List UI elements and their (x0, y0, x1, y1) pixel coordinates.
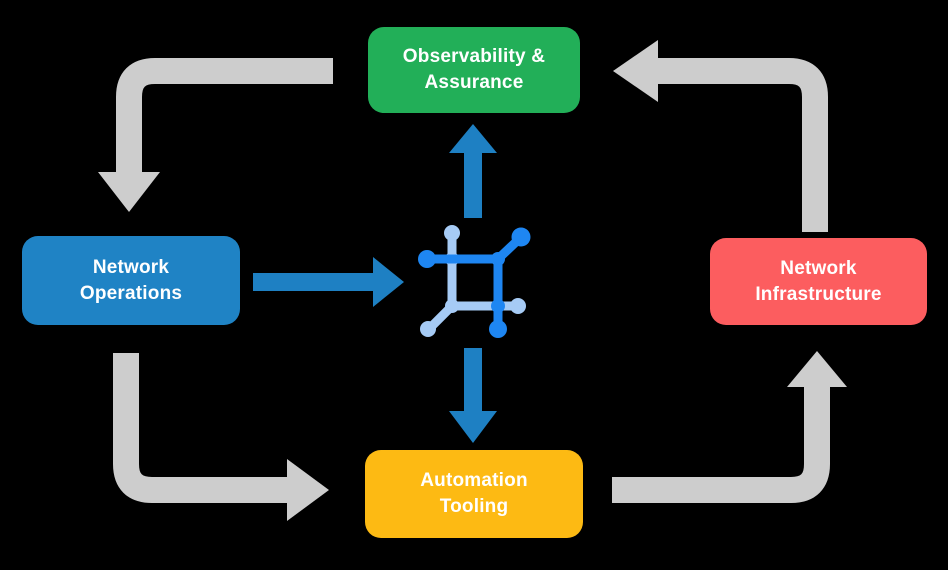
arrow-tooling-to-infrastructure (612, 385, 830, 503)
node-label: Observability & Assurance (402, 46, 546, 93)
node-automation-tooling: Automation Tooling (365, 450, 583, 538)
flow-arrow-center-to-tooling (449, 348, 497, 443)
node-label: Network Infrastructure (755, 257, 882, 305)
arrowhead-down-to-operations (98, 172, 160, 212)
arrowhead-up-to-infrastructure (787, 351, 847, 387)
node-network-operations: Network Operations (22, 236, 240, 325)
node-network-infrastructure: Network Infrastructure (710, 238, 927, 325)
cycle-arrow-heads (98, 40, 847, 521)
flow-arrow-operations-to-center (253, 257, 404, 307)
arrow-operations-to-tooling (113, 353, 289, 503)
flow-arrows (253, 124, 497, 443)
arrowhead-right-to-tooling (287, 459, 329, 521)
flow-arrow-center-to-observability (449, 124, 497, 218)
network-automation-icon (418, 225, 531, 338)
arrow-infrastructure-to-observability (656, 58, 828, 232)
node-label: Network Operations (79, 256, 183, 304)
node-label: Automation Tooling (420, 470, 528, 517)
arrowhead-left-to-observability (613, 40, 658, 102)
icon-dark-nodes (418, 227, 531, 338)
node-observability-assurance: Observability & Assurance (368, 27, 580, 113)
arrow-observability-to-operations (116, 58, 333, 174)
cycle-arrow-paths (113, 58, 830, 503)
